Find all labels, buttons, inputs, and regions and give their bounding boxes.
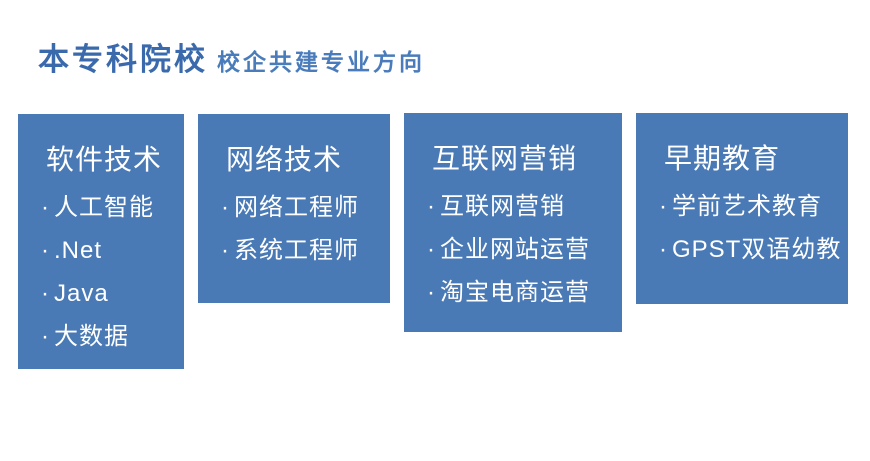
card-software-technology: 软件技术 ·人工智能·.Net·Java·大数据 bbox=[18, 114, 184, 369]
card-item: ·.Net bbox=[41, 229, 180, 272]
card-item-label: 学前艺术教育 bbox=[672, 193, 822, 220]
card-item-label: 企业网站运营 bbox=[440, 236, 590, 263]
card-item: ·系统工程师 bbox=[221, 229, 386, 272]
bullet-dot: · bbox=[41, 237, 50, 264]
card-item-label: Java bbox=[54, 280, 109, 307]
page-title: 本专科院校 bbox=[38, 42, 208, 77]
card-item-label: 网络工程师 bbox=[234, 194, 359, 221]
card-item-list: ·学前艺术教育·GPST双语幼教 bbox=[659, 185, 844, 271]
bullet-dot: · bbox=[427, 279, 436, 306]
bullet-dot: · bbox=[41, 323, 50, 350]
bullet-dot: · bbox=[427, 193, 436, 220]
bullet-dot: · bbox=[659, 193, 668, 220]
card-item: ·GPST双语幼教 bbox=[659, 228, 844, 271]
page-heading: 本专科院校 校企共建专业方向 bbox=[38, 44, 425, 75]
bullet-dot: · bbox=[41, 194, 50, 221]
bullet-dot: · bbox=[659, 236, 668, 263]
card-item: ·企业网站运营 bbox=[427, 228, 618, 271]
bullet-dot: · bbox=[427, 236, 436, 263]
card-internet-marketing: 互联网营销 ·互联网营销·企业网站运营·淘宝电商运营 bbox=[404, 113, 622, 332]
card-item: ·学前艺术教育 bbox=[659, 185, 844, 228]
card-title: 互联网营销 bbox=[432, 143, 578, 174]
card-item-list: ·网络工程师·系统工程师 bbox=[221, 186, 386, 272]
card-item: ·大数据 bbox=[41, 315, 180, 358]
bullet-dot: · bbox=[41, 280, 50, 307]
card-item-list: ·互联网营销·企业网站运营·淘宝电商运营 bbox=[427, 185, 618, 314]
card-item-label: 系统工程师 bbox=[234, 237, 359, 264]
card-title: 早期教育 bbox=[664, 143, 781, 174]
card-title: 网络技术 bbox=[226, 144, 343, 175]
bullet-dot: · bbox=[221, 194, 230, 221]
card-early-education: 早期教育 ·学前艺术教育·GPST双语幼教 bbox=[636, 113, 848, 304]
card-item: ·淘宝电商运营 bbox=[427, 271, 618, 314]
page-subtitle: 校企共建专业方向 bbox=[217, 49, 425, 75]
card-item: ·互联网营销 bbox=[427, 185, 618, 228]
card-item: ·人工智能 bbox=[41, 186, 180, 229]
card-item-list: ·人工智能·.Net·Java·大数据 bbox=[41, 186, 180, 358]
card-item: ·网络工程师 bbox=[221, 186, 386, 229]
card-item-label: 互联网营销 bbox=[440, 193, 565, 220]
card-item-label: .Net bbox=[54, 237, 103, 264]
card-item-label: 人工智能 bbox=[54, 194, 154, 221]
card-item-label: GPST双语幼教 bbox=[672, 236, 842, 263]
card-item-label: 淘宝电商运营 bbox=[440, 279, 590, 306]
card-network-technology: 网络技术 ·网络工程师·系统工程师 bbox=[198, 114, 390, 303]
bullet-dot: · bbox=[221, 237, 230, 264]
card-title: 软件技术 bbox=[46, 144, 163, 175]
card-item-label: 大数据 bbox=[54, 323, 129, 350]
card-item: ·Java bbox=[41, 272, 180, 315]
